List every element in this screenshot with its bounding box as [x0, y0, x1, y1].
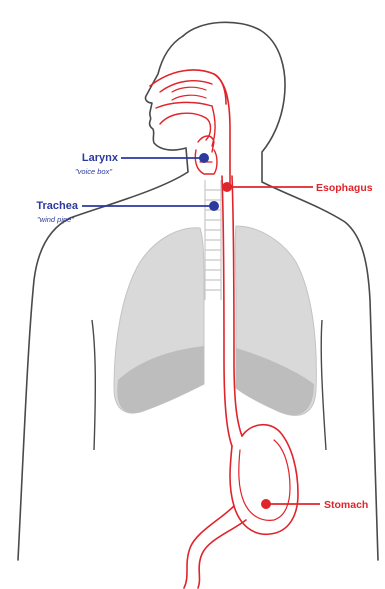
trachea-dot: [209, 201, 219, 211]
nasal-turbinate-1: [172, 87, 206, 92]
tongue: [160, 113, 211, 140]
stomach-label: Stomach: [324, 499, 368, 511]
trachea-label: Trachea: [36, 200, 78, 212]
stomach-callout: Stomach: [261, 499, 368, 511]
left-arm-line: [92, 320, 95, 450]
esophagus-dot: [222, 182, 232, 192]
palate: [156, 102, 212, 108]
nasal-cavity-inner: [160, 81, 212, 92]
right-arm-line: [321, 320, 326, 450]
trachea-callout: Trachea "wind pipe": [36, 200, 219, 224]
larynx-dot: [199, 153, 209, 163]
pharynx-back: [214, 74, 230, 188]
nasal-turbinate-2: [172, 95, 206, 100]
esophagus-tube-left: [222, 176, 232, 446]
larynx-sublabel: "voice box": [75, 167, 112, 176]
trachea-sublabel: "wind pipe": [37, 215, 74, 224]
esophagus-label: Esophagus: [316, 182, 373, 194]
epiglottis: [198, 136, 214, 152]
trachea-rings: [205, 180, 221, 300]
larynx-label: Larynx: [82, 152, 119, 164]
lungs: [114, 226, 316, 415]
larynx-callout: Larynx "voice box": [75, 152, 209, 176]
duodenum-outer: [184, 506, 234, 588]
esophagus-callout: Esophagus: [222, 182, 373, 194]
stomach-dot: [261, 499, 271, 509]
stomach-outline-outer: [230, 425, 298, 534]
